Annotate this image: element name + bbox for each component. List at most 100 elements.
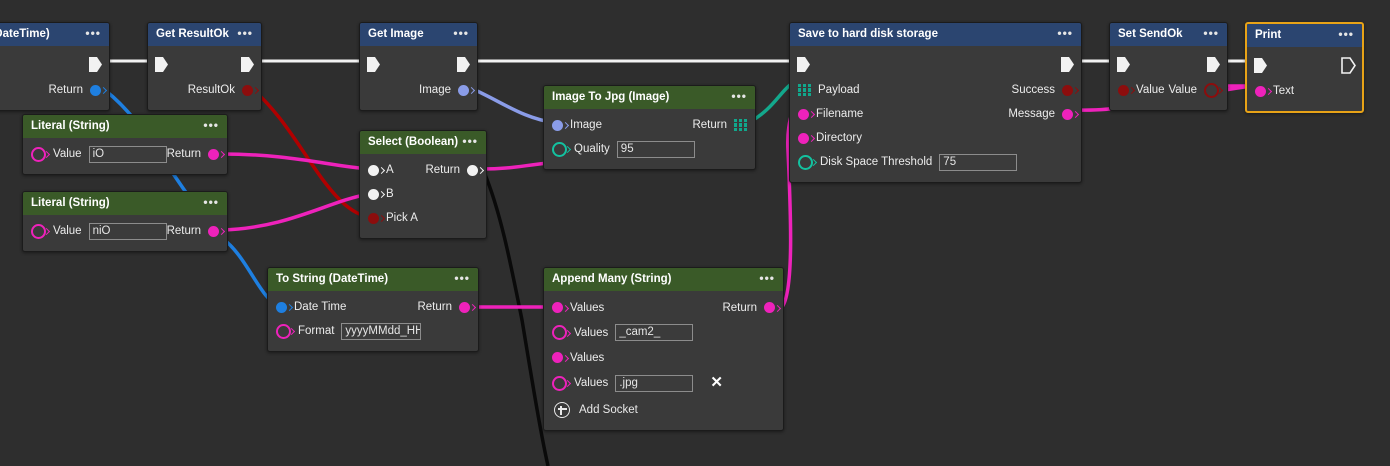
input-socket-value[interactable] xyxy=(31,223,46,239)
exec-in-arrow-icon[interactable] xyxy=(1253,57,1268,74)
node-header[interactable]: To String (DateTime) ••• xyxy=(268,268,478,291)
input-socket-value[interactable] xyxy=(31,146,46,162)
node-header[interactable]: Literal (String) ••• xyxy=(23,115,227,138)
node-get-resultok[interactable]: Get ResultOk ••• ResultOk xyxy=(147,22,262,111)
exec-row xyxy=(1247,51,1362,79)
node-menu-icon[interactable]: ••• xyxy=(462,133,478,148)
input-socket-text[interactable] xyxy=(1255,85,1266,97)
node-get-image[interactable]: Get Image ••• Image xyxy=(359,22,478,111)
output-socket-return[interactable] xyxy=(208,225,220,237)
exec-out-arrow-icon[interactable] xyxy=(1206,56,1221,73)
output-socket-message[interactable] xyxy=(1062,108,1073,120)
input-socket-filename[interactable] xyxy=(798,108,809,120)
node-header[interactable]: Literal (String) ••• xyxy=(23,192,227,215)
node-append-many-string[interactable]: Append Many (String) ••• Values Return V… xyxy=(543,267,784,431)
node-body: ResultOk xyxy=(148,46,261,110)
node-header[interactable]: Image To Jpg (Image) ••• xyxy=(544,86,755,109)
node-header[interactable]: Save to hard disk storage ••• xyxy=(790,23,1081,46)
exec-out-arrow-icon[interactable] xyxy=(240,56,255,73)
node-menu-icon[interactable]: ••• xyxy=(454,270,470,285)
output-socket-resultok[interactable] xyxy=(242,84,253,96)
input-socket-pick-a[interactable] xyxy=(368,212,379,224)
disk-space-threshold-input[interactable]: 75 xyxy=(939,153,1018,171)
literal-value-input[interactable]: niO xyxy=(88,222,167,240)
node-header[interactable]: Get Image ••• xyxy=(360,23,477,46)
node-literal-string-nio[interactable]: Literal (String) ••• Value niO Return xyxy=(22,191,228,252)
input-socket-payload-grid-icon[interactable] xyxy=(798,83,811,97)
node-menu-icon[interactable]: ••• xyxy=(203,194,219,209)
output-socket-return[interactable] xyxy=(90,84,101,96)
output-socket-image[interactable] xyxy=(458,84,469,96)
exec-in-arrow-icon[interactable] xyxy=(796,56,811,73)
socket-label: Format xyxy=(298,325,335,337)
values-2-input[interactable]: _cam2_ xyxy=(615,324,694,341)
row-quality: Quality 95 xyxy=(544,137,755,161)
node-menu-icon[interactable]: ••• xyxy=(237,25,253,40)
node-header[interactable]: Append Many (String) ••• xyxy=(544,268,783,291)
input-socket-values-3[interactable] xyxy=(552,352,563,363)
node-header[interactable]: Get ResultOk ••• xyxy=(148,23,261,46)
input-socket-disk-space-threshold[interactable] xyxy=(798,154,813,170)
node-body: Date Time Return Format yyyyMMdd_HH xyxy=(268,291,478,351)
exec-in-arrow-icon[interactable] xyxy=(154,56,169,73)
output-socket-return[interactable] xyxy=(459,301,470,313)
node-header[interactable]: Set SendOk ••• xyxy=(1110,23,1227,46)
output-socket-success[interactable] xyxy=(1062,84,1073,96)
node-menu-icon[interactable]: ••• xyxy=(731,88,747,103)
node-select-boolean[interactable]: Select (Boolean) ••• A Return B xyxy=(359,130,487,239)
exec-out-arrow-icon[interactable] xyxy=(456,56,471,73)
node-set-sendok[interactable]: Set SendOk ••• Value Value xyxy=(1109,22,1228,111)
exec-out-arrow-icon[interactable] xyxy=(1341,56,1356,74)
input-socket-format[interactable] xyxy=(276,323,291,339)
exec-row xyxy=(790,50,1081,78)
format-input[interactable]: yyyyMMdd_HH xyxy=(341,322,422,340)
node-header[interactable]: Now (DateTime) ••• xyxy=(0,23,109,46)
node-image-to-jpg[interactable]: Image To Jpg (Image) ••• Image Return xyxy=(543,85,756,170)
node-body: Return xyxy=(0,46,109,110)
node-print[interactable]: Print ••• Text xyxy=(1245,22,1364,113)
values-4-input[interactable]: .jpg xyxy=(615,374,694,392)
input-socket-values-1[interactable] xyxy=(552,302,563,313)
node-now-datetime[interactable]: Now (DateTime) ••• Return xyxy=(0,22,110,111)
node-menu-icon[interactable]: ••• xyxy=(1203,25,1219,40)
output-socket-value[interactable] xyxy=(1204,82,1219,98)
exec-out-arrow-icon[interactable] xyxy=(1060,56,1075,73)
exec-in-arrow-icon[interactable] xyxy=(1116,56,1131,73)
output-socket-return[interactable] xyxy=(764,302,775,313)
input-socket-values-4[interactable] xyxy=(552,375,567,391)
input-socket-image[interactable] xyxy=(552,119,563,131)
socket-label: A xyxy=(386,164,394,176)
add-socket-button[interactable]: Add Socket xyxy=(544,396,783,418)
row-image: Image Return xyxy=(544,113,755,137)
node-menu-icon[interactable]: ••• xyxy=(453,25,469,40)
quality-input[interactable]: 95 xyxy=(616,140,695,158)
input-socket-values-2[interactable] xyxy=(552,325,567,340)
remove-socket-icon[interactable]: ✕ xyxy=(710,374,723,391)
node-header[interactable]: Select (Boolean) ••• xyxy=(360,131,486,154)
input-socket-directory[interactable] xyxy=(798,132,809,144)
output-socket-return[interactable] xyxy=(467,164,478,176)
output-socket-buffer-grid-icon[interactable] xyxy=(734,118,747,132)
input-socket-b[interactable] xyxy=(368,188,379,200)
node-literal-string-io[interactable]: Literal (String) ••• Value iO Return xyxy=(22,114,228,175)
node-header[interactable]: Print ••• xyxy=(1247,24,1362,47)
exec-out-arrow-icon[interactable] xyxy=(88,56,103,73)
input-socket-a[interactable] xyxy=(368,164,379,176)
node-menu-icon[interactable]: ••• xyxy=(203,117,219,132)
node-save-to-hard-disk-storage[interactable]: Save to hard disk storage ••• Payload xyxy=(789,22,1082,183)
row-values-1: Values Return xyxy=(544,295,783,320)
output-socket-return[interactable] xyxy=(208,148,220,160)
node-menu-icon[interactable]: ••• xyxy=(85,25,101,40)
input-socket-quality[interactable] xyxy=(552,141,567,157)
input-socket-value[interactable] xyxy=(1118,84,1129,96)
input-socket-date-time[interactable] xyxy=(276,301,287,313)
node-menu-icon[interactable]: ••• xyxy=(1338,26,1354,41)
node-title: To String (DateTime) xyxy=(276,273,389,285)
node-menu-icon[interactable]: ••• xyxy=(759,270,775,285)
node-to-string-datetime[interactable]: To String (DateTime) ••• Date Time Retur… xyxy=(267,267,479,352)
literal-value-input[interactable]: iO xyxy=(88,145,167,163)
exec-in-arrow-icon[interactable] xyxy=(366,56,381,73)
node-menu-icon[interactable]: ••• xyxy=(1057,25,1073,40)
row-text: Text xyxy=(1247,79,1362,103)
